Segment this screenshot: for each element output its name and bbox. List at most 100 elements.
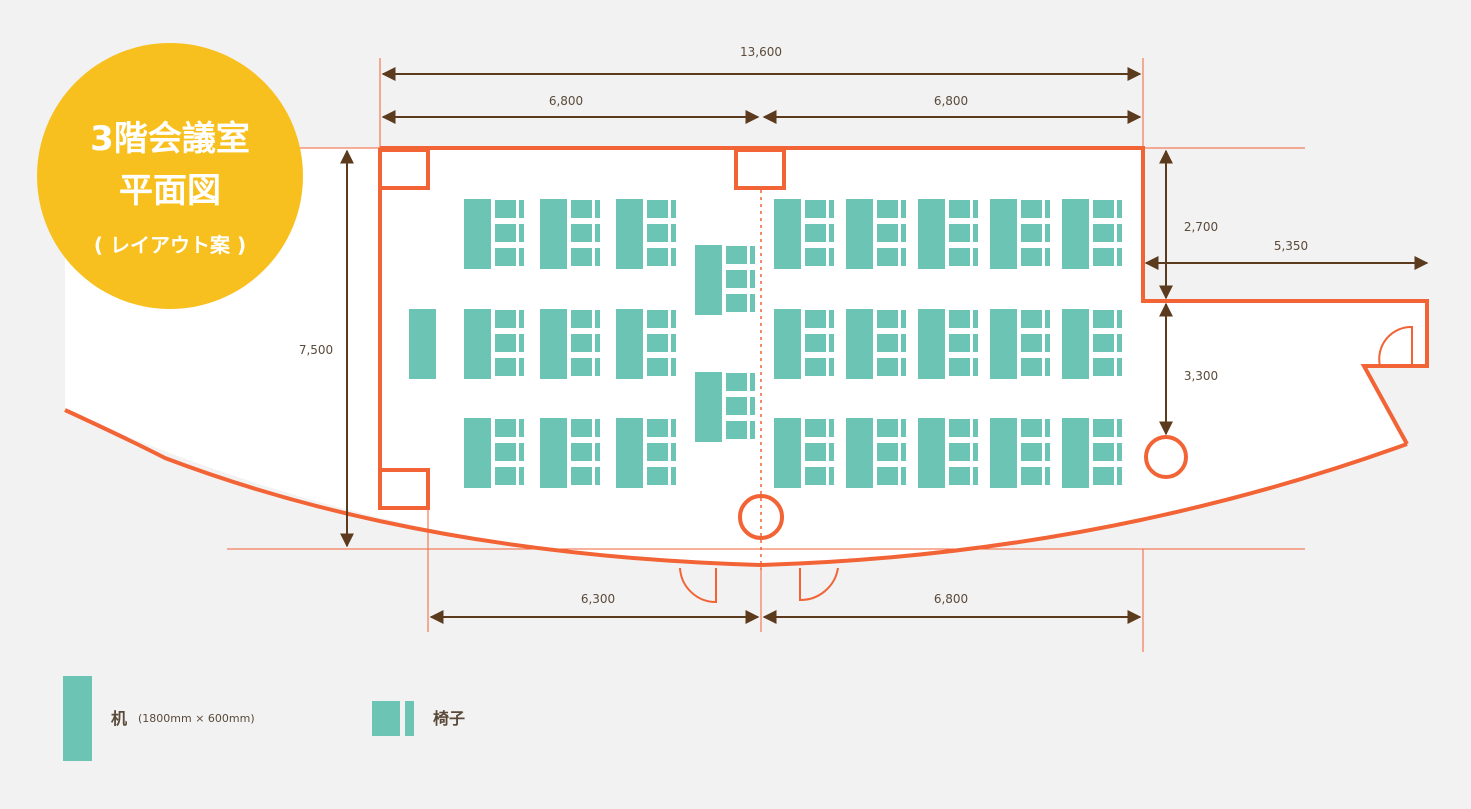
desk xyxy=(616,418,643,488)
chair xyxy=(829,248,834,266)
chair xyxy=(571,310,592,328)
chair xyxy=(671,224,676,242)
chair xyxy=(1117,419,1122,437)
chair xyxy=(805,419,826,437)
chair xyxy=(519,467,524,485)
chair xyxy=(1045,224,1050,242)
chair xyxy=(519,248,524,266)
label-top-left: 6,800 xyxy=(549,94,583,108)
chair xyxy=(647,443,668,461)
chair xyxy=(901,467,906,485)
chair xyxy=(671,358,676,376)
column-center xyxy=(738,494,784,540)
chair xyxy=(595,358,600,376)
chair xyxy=(805,224,826,242)
chair xyxy=(495,334,516,352)
label-bottom-right: 6,800 xyxy=(934,592,968,606)
chair xyxy=(1021,467,1042,485)
chair xyxy=(671,200,676,218)
chair xyxy=(595,443,600,461)
chair xyxy=(1021,310,1042,328)
chair xyxy=(877,200,898,218)
label-top-right: 6,800 xyxy=(934,94,968,108)
chair xyxy=(1021,358,1042,376)
chair xyxy=(571,419,592,437)
chair xyxy=(973,310,978,328)
legend-chair-swatch-b xyxy=(405,701,414,736)
desk xyxy=(774,418,801,488)
chair xyxy=(519,419,524,437)
chair xyxy=(973,334,978,352)
chair xyxy=(1117,467,1122,485)
desk xyxy=(540,418,567,488)
chair xyxy=(805,443,826,461)
desk xyxy=(990,418,1017,488)
chair xyxy=(1021,224,1042,242)
chair xyxy=(877,224,898,242)
desk xyxy=(540,199,567,269)
chair xyxy=(1117,248,1122,266)
chair xyxy=(877,443,898,461)
chair xyxy=(1093,224,1114,242)
chair xyxy=(949,443,970,461)
chair xyxy=(519,310,524,328)
desk xyxy=(918,199,945,269)
chair xyxy=(571,224,592,242)
chair xyxy=(1093,200,1114,218)
chair xyxy=(877,334,898,352)
chair xyxy=(1021,419,1042,437)
desk xyxy=(1062,418,1089,488)
door-bottom-left xyxy=(679,567,717,604)
chair xyxy=(726,246,747,264)
chair xyxy=(750,294,755,312)
chair xyxy=(805,310,826,328)
chair xyxy=(973,467,978,485)
chair xyxy=(829,200,834,218)
label-total-width: 13,600 xyxy=(740,45,782,59)
chair xyxy=(595,334,600,352)
desk xyxy=(616,199,643,269)
chair xyxy=(1093,310,1114,328)
column-right xyxy=(1144,435,1188,479)
chair xyxy=(829,224,834,242)
label-bottom-left: 6,300 xyxy=(581,592,615,606)
chair xyxy=(1117,224,1122,242)
chair xyxy=(877,358,898,376)
label-annex-width: 5,350 xyxy=(1274,239,1308,253)
chair xyxy=(1093,334,1114,352)
badge-line1: 3階会議室 xyxy=(90,119,250,159)
chair xyxy=(1045,419,1050,437)
desk xyxy=(774,199,801,269)
chair xyxy=(1045,200,1050,218)
chair xyxy=(750,397,755,415)
chair xyxy=(829,443,834,461)
chair xyxy=(1021,443,1042,461)
pillar-top-left xyxy=(378,148,430,190)
desk xyxy=(918,418,945,488)
chair xyxy=(571,248,592,266)
chair xyxy=(1045,248,1050,266)
chair xyxy=(1117,200,1122,218)
chair xyxy=(519,443,524,461)
badge-line3: ( レイアウト案 ) xyxy=(94,233,246,257)
chair xyxy=(829,310,834,328)
chair xyxy=(519,334,524,352)
main-wall xyxy=(380,146,1429,445)
desk xyxy=(990,199,1017,269)
chair xyxy=(1093,358,1114,376)
chair xyxy=(647,358,668,376)
desk xyxy=(464,418,491,488)
desk xyxy=(1062,309,1089,379)
chair xyxy=(495,467,516,485)
chair xyxy=(1045,467,1050,485)
chair xyxy=(571,443,592,461)
dimension-arrows xyxy=(340,67,1429,624)
chair xyxy=(495,443,516,461)
chair xyxy=(647,200,668,218)
chair xyxy=(805,200,826,218)
chair xyxy=(571,467,592,485)
chair xyxy=(1045,334,1050,352)
chair xyxy=(829,334,834,352)
chair xyxy=(949,334,970,352)
chair xyxy=(671,334,676,352)
